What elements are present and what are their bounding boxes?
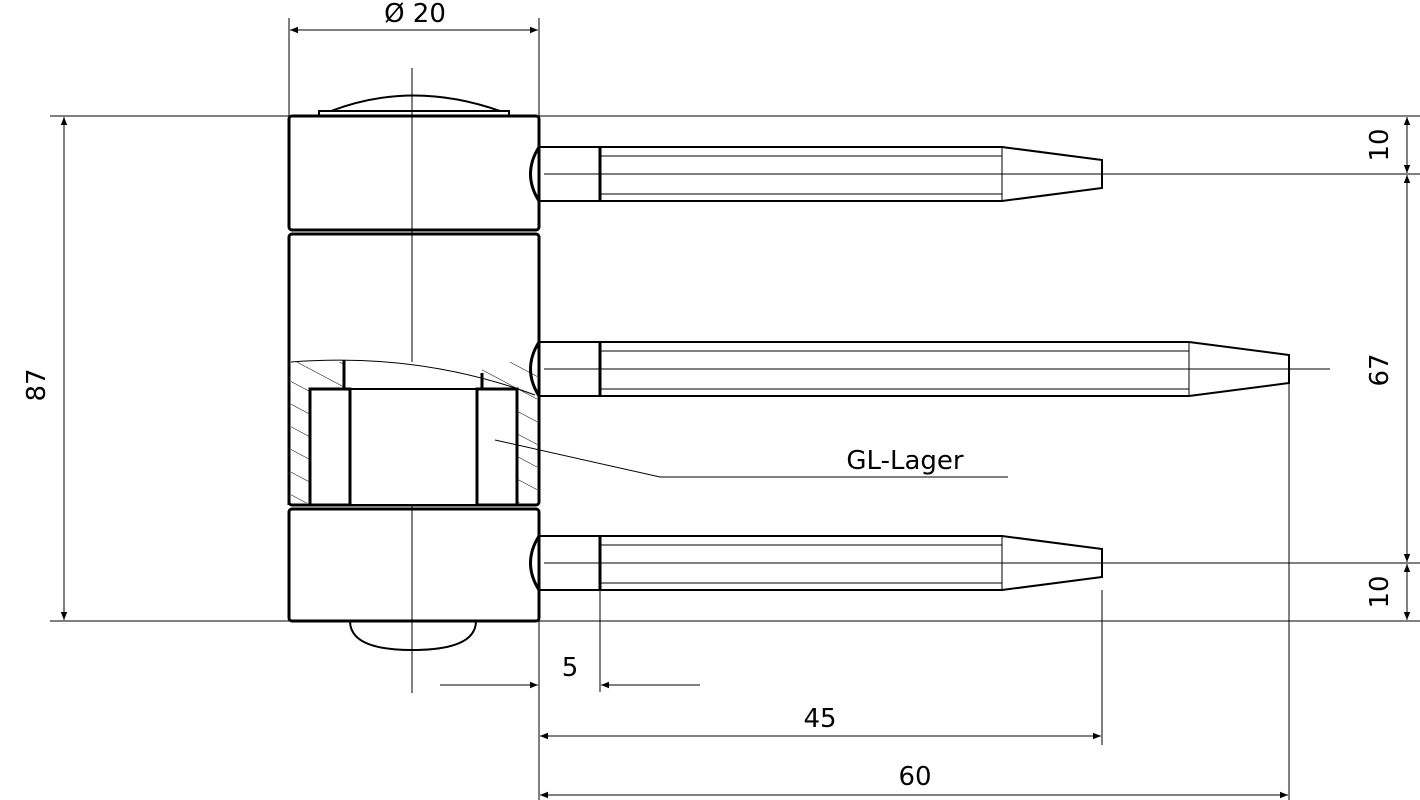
extension-lines [50, 18, 1420, 800]
dim-top-offset: 10 [1365, 128, 1395, 161]
dim-collar: 5 [562, 653, 579, 683]
pin-middle [529, 341, 1330, 397]
label-gl-lager: GL-Lager [846, 446, 963, 476]
pin-top [529, 146, 1103, 202]
bearing-section [287, 359, 537, 507]
pin-bottom [529, 535, 1103, 591]
dim-long-pin: 60 [898, 762, 931, 792]
dim-total-height: 87 [22, 368, 52, 401]
dim-pin-spacing: 67 [1365, 353, 1395, 386]
dim-diameter: Ø 20 [384, 0, 446, 29]
dim-bottom-offset: 10 [1365, 575, 1395, 608]
dim-short-pin: 45 [803, 704, 836, 734]
dimension-lines [60, 26, 1411, 799]
